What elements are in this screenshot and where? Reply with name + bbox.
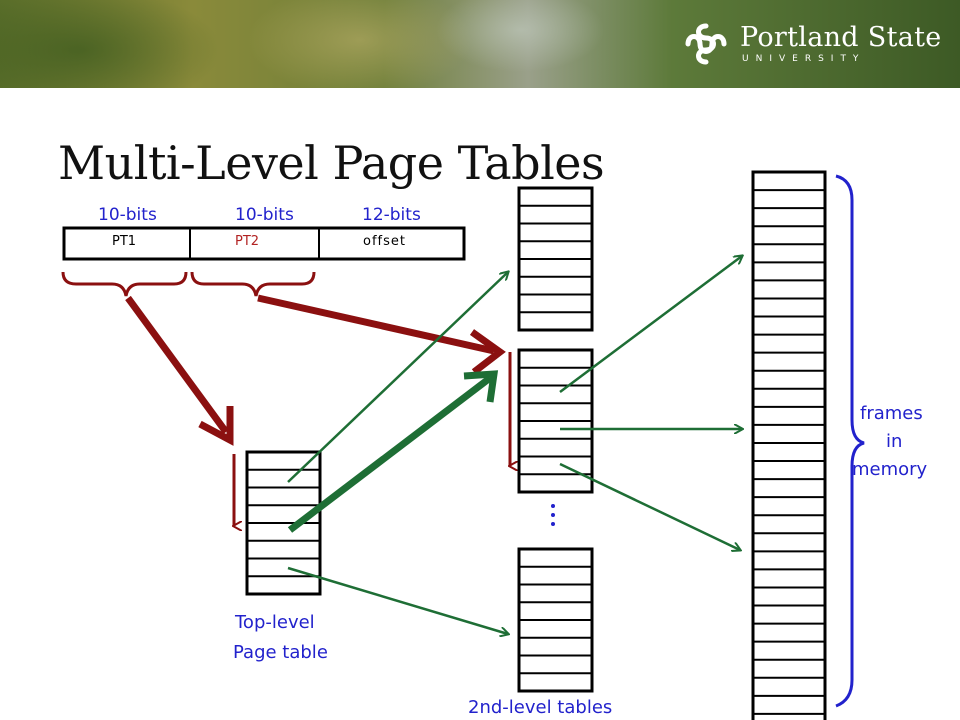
pt2-segment-label: PT2 — [235, 234, 260, 249]
ellipsis-dots — [551, 504, 555, 526]
frame-arrow-3 — [559, 462, 740, 550]
virtual-address-box — [62, 226, 466, 261]
frame-arrow-1 — [559, 256, 742, 394]
frames-label-line2: in — [886, 431, 903, 452]
pt2-bits-label: 10-bits — [235, 205, 294, 225]
offset-bits-label: 12-bits — [362, 205, 421, 225]
pt1-bits-label: 10-bits — [98, 205, 157, 225]
frames-brace — [835, 174, 865, 708]
frames-label-line3: memory — [852, 459, 928, 480]
physical-frames-column — [751, 170, 827, 720]
pt2-index-arrow — [257, 294, 506, 375]
header-banner — [0, 0, 960, 88]
second-level-table-3 — [517, 547, 594, 693]
logo-name: Portland State — [740, 22, 942, 53]
offset-segment-label: offset — [363, 234, 406, 249]
logo-subtitle: UNIVERSITY — [742, 54, 866, 64]
pt1-index-arrow — [125, 295, 234, 446]
top-level-label-line1: Top-level — [235, 612, 315, 633]
slide-title: Multi-Level Page Tables — [58, 136, 605, 190]
second-level-label: 2nd-level tables — [468, 697, 613, 718]
university-logo: Portland State UNIVERSITY — [682, 18, 942, 70]
pt1-brace — [61, 271, 188, 297]
pt2-brace — [190, 271, 316, 297]
pt1-segment-label: PT1 — [112, 234, 137, 249]
top-level-label-line2: Page table — [233, 642, 328, 663]
pointer-arrow-top-to-table1 — [287, 272, 508, 483]
pointer-arrow-top-to-table2 — [287, 370, 499, 533]
top-level-page-table — [245, 450, 322, 596]
pointer-arrow-top-to-table3 — [287, 566, 508, 634]
second-level-table-1 — [517, 186, 594, 332]
logo-mark-icon — [685, 23, 727, 65]
second-level-table-2 — [517, 348, 594, 494]
frames-label-line1: frames — [860, 403, 923, 424]
